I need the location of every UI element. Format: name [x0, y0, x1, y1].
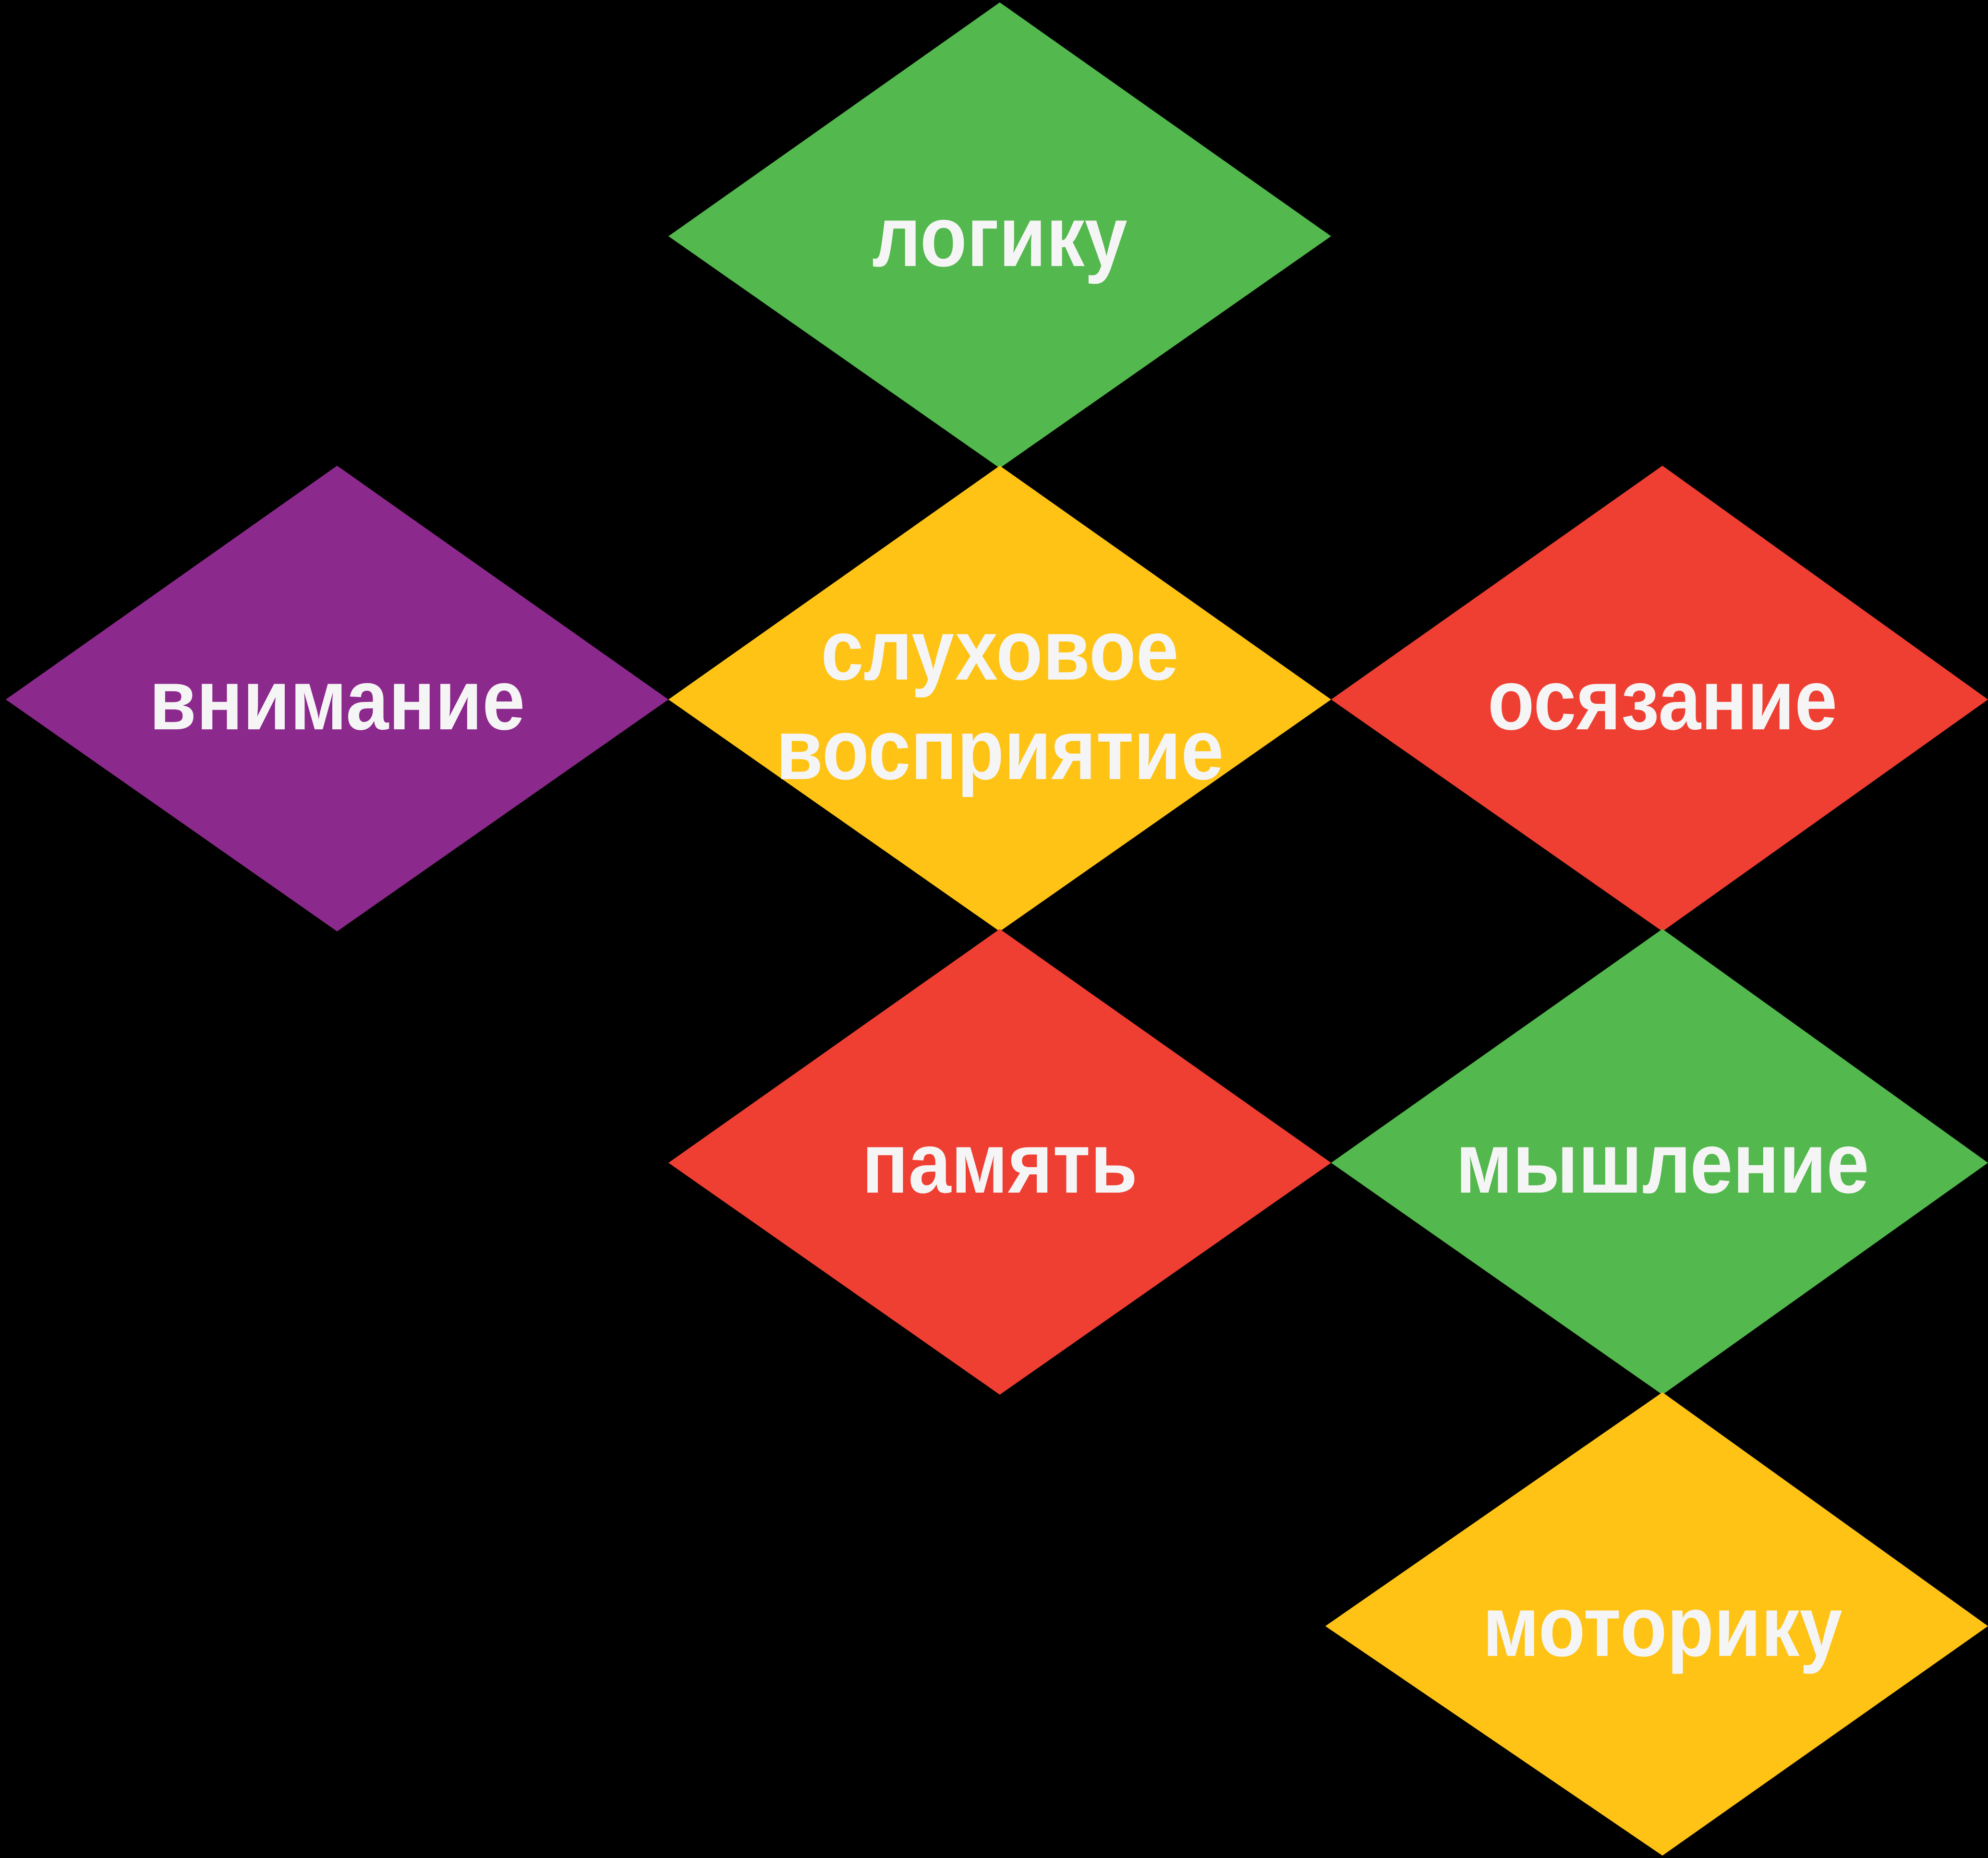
diamond-memory: [668, 929, 1331, 1395]
label-auditory: слуховое восприятие: [668, 600, 1331, 799]
label-memory: память: [861, 1114, 1138, 1211]
label-touch: осязание: [1487, 651, 1838, 748]
diamond-thinking: [1331, 929, 1988, 1395]
label-logic: логику: [872, 188, 1127, 285]
diamond-attention: [6, 466, 668, 931]
diamond-motor: [1325, 1392, 1988, 1856]
label-motor: моторику: [1482, 1578, 1843, 1675]
label-thinking: мышление: [1455, 1114, 1869, 1211]
diamond-logic: [668, 2, 1331, 468]
diamond-auditory: [668, 466, 1331, 931]
label-attention: внимание: [149, 651, 525, 748]
label-auditory-line1: слуховое: [821, 602, 1179, 698]
diamond-touch: [1331, 466, 1988, 931]
label-auditory-line2: восприятие: [776, 701, 1224, 797]
